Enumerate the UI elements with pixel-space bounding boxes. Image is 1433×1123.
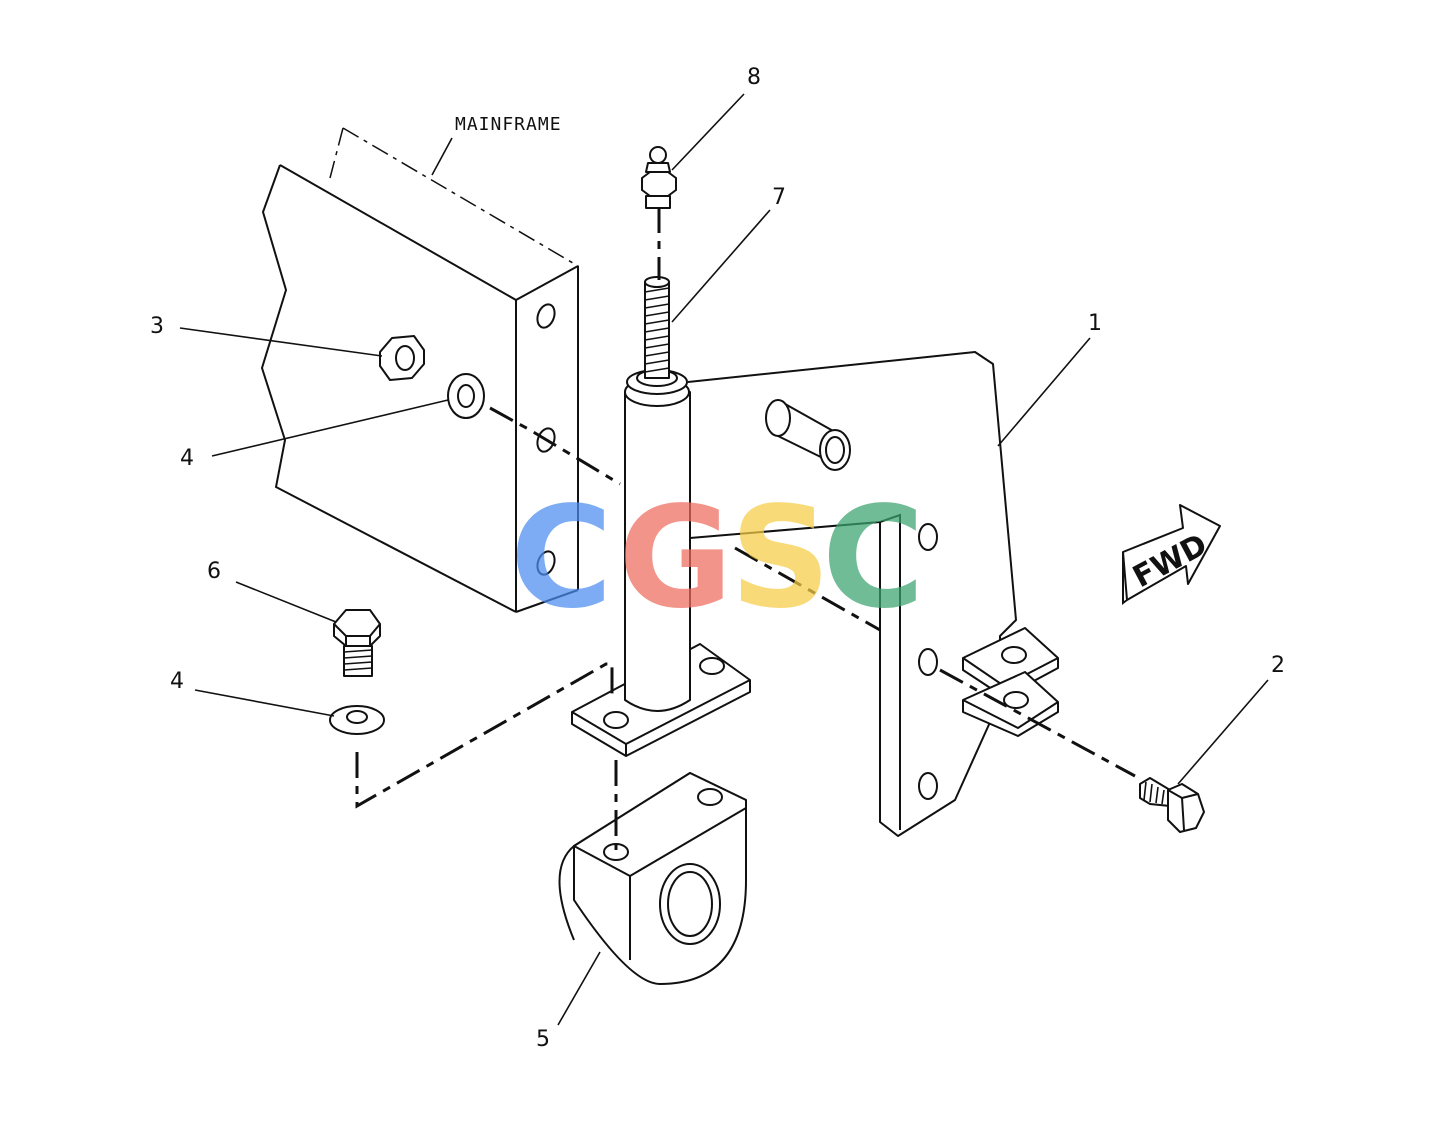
nut-part-3 xyxy=(379,335,425,381)
watermark-logo: C G S C xyxy=(510,477,925,640)
watermark-letter-1: C xyxy=(510,477,613,640)
bolt-part-2 xyxy=(1139,777,1205,833)
callout-4-upper: 4 xyxy=(180,446,194,471)
callout-2: 2 xyxy=(1271,653,1285,678)
callout-4-lower: 4 xyxy=(170,669,184,694)
washer-part-4-lower xyxy=(329,705,385,735)
callout-7: 7 xyxy=(772,185,786,210)
callout-1: 1 xyxy=(1088,311,1102,336)
mainframe-plate xyxy=(260,127,579,613)
assembly-lines xyxy=(355,207,1136,850)
callout-3: 3 xyxy=(150,314,164,339)
watermark-letter-4: C xyxy=(822,477,925,640)
bolt-part-6 xyxy=(333,609,381,677)
mainframe-label: MAINFRAME xyxy=(455,114,562,135)
grease-fitting-part-8 xyxy=(641,146,677,209)
bearing-block-part-5 xyxy=(558,772,747,985)
bracket-part-1 xyxy=(687,351,1059,837)
post-assembly xyxy=(571,369,751,757)
fwd-direction-arrow: FWD xyxy=(1122,504,1221,605)
washer-part-4-upper xyxy=(447,373,485,419)
threaded-stud-part-7 xyxy=(644,276,670,379)
leader-lines xyxy=(179,93,1269,1026)
callout-5: 5 xyxy=(536,1027,550,1052)
watermark-letter-3: S xyxy=(730,477,831,640)
watermark-letter-2: G xyxy=(618,477,733,640)
callout-8: 8 xyxy=(747,65,761,90)
callout-6: 6 xyxy=(207,559,221,584)
